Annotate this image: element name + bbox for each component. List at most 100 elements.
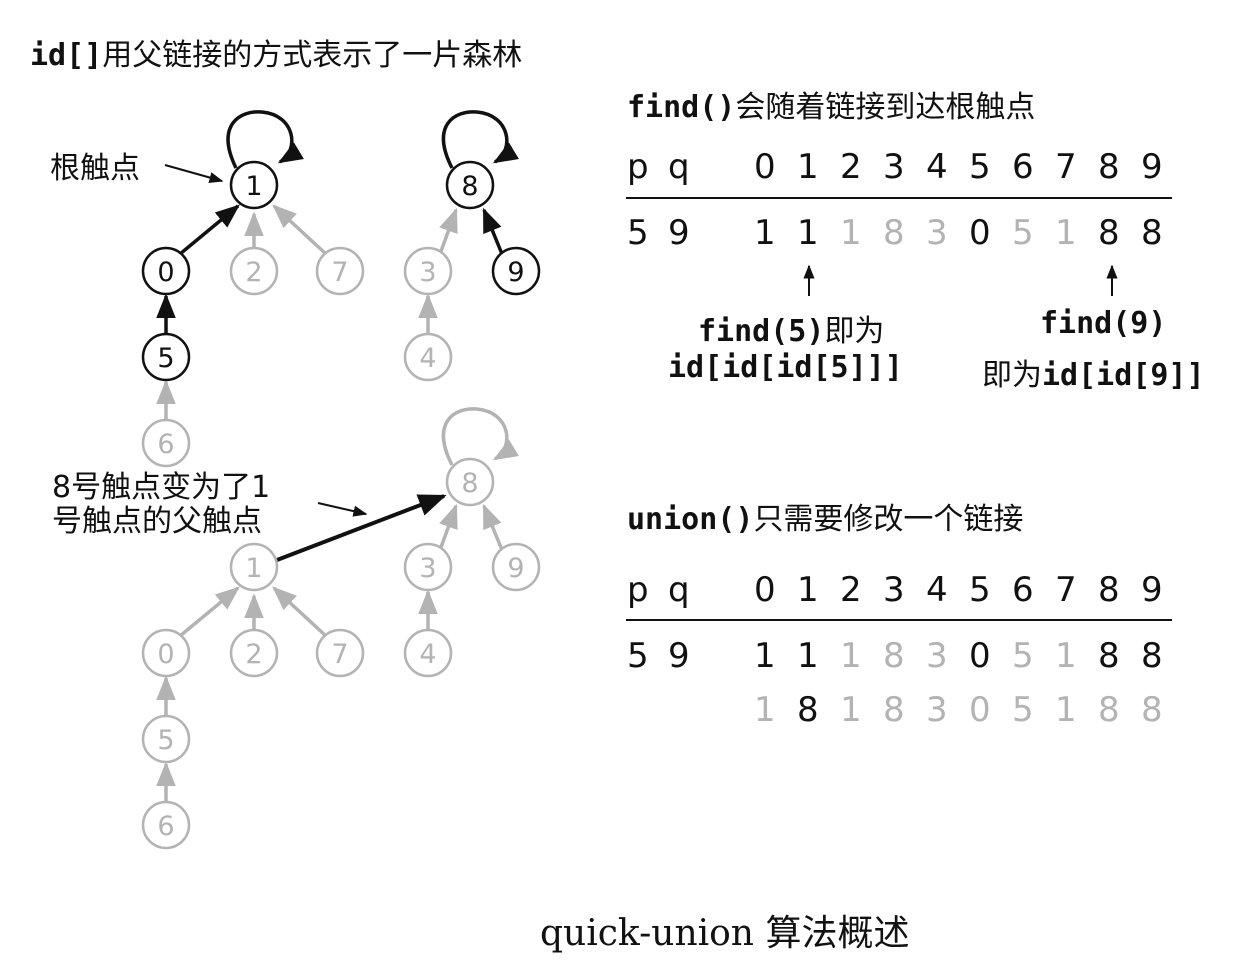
union-title: union()只需要修改一个链接 — [627, 494, 1023, 538]
union-row1-value: 1 — [1055, 636, 1077, 676]
forest-title-code: id[] — [30, 38, 103, 73]
svg-text:9: 9 — [507, 257, 524, 288]
node-7: 7 — [315, 628, 365, 678]
union-header-index: 5 — [969, 570, 991, 610]
union-note-line2: 号触点的父触点 — [52, 504, 262, 539]
find-header-index: 3 — [883, 147, 905, 187]
union-row2-value: 0 — [969, 690, 991, 730]
node-5: 5 — [141, 714, 191, 764]
node-6: 6 — [141, 800, 191, 850]
node-5: 5 — [141, 332, 191, 382]
find-header-index: 0 — [754, 147, 776, 187]
union-row2-value: 8 — [1141, 690, 1163, 730]
union-row2-value: 1 — [840, 690, 862, 730]
svg-text:1: 1 — [245, 171, 262, 202]
union-title-code: union() — [627, 502, 754, 537]
node-1: 1 — [229, 160, 279, 210]
find5-code: find(5) — [698, 314, 825, 349]
find-header-index: 5 — [969, 147, 991, 187]
tree-edge — [438, 207, 458, 255]
find-row-value: 1 — [754, 213, 776, 253]
svg-text:5: 5 — [157, 725, 174, 756]
node-3: 3 — [403, 542, 453, 592]
union-row2-value: 8 — [797, 690, 819, 730]
find-header-index: 4 — [926, 147, 948, 187]
svg-text:6: 6 — [157, 429, 174, 460]
find-title-code: find() — [627, 90, 736, 125]
svg-text:7: 7 — [331, 639, 348, 670]
find-header-q: q — [668, 147, 690, 187]
find-header-p: p — [627, 147, 649, 187]
find-header-index: 6 — [1012, 147, 1034, 187]
find-header-index: 8 — [1098, 147, 1120, 187]
svg-text:7: 7 — [331, 257, 348, 288]
union-row2-value: 8 — [1098, 690, 1120, 730]
find5-text: 即为 — [824, 314, 885, 349]
node-2: 2 — [229, 246, 279, 296]
find5-expression: id[id[id[5]]] — [668, 350, 903, 385]
union-header-index: 6 — [1012, 570, 1034, 610]
find-title: find()会随着链接到达根触点 — [627, 82, 1035, 126]
svg-text:4: 4 — [419, 639, 436, 670]
union-header-index: 7 — [1055, 570, 1077, 610]
union-header-index: 2 — [840, 570, 862, 610]
union-title-text: 只需要修改一个链接 — [753, 502, 1024, 537]
node-9: 9 — [491, 542, 541, 592]
node-4: 4 — [403, 332, 453, 382]
node-4: 4 — [403, 628, 453, 678]
find-header-index: 9 — [1141, 147, 1163, 187]
self-loop-edge — [441, 110, 519, 169]
find9-text: 即为 — [982, 358, 1042, 393]
svg-text:3: 3 — [419, 553, 436, 584]
find-row-value: 3 — [926, 213, 948, 253]
union-note-line1: 8号触点变为了1 — [52, 470, 271, 505]
node-0: 0 — [141, 628, 191, 678]
union-header-q: q — [668, 570, 690, 610]
svg-text:9: 9 — [507, 553, 524, 584]
find-header-index: 2 — [840, 147, 862, 187]
find5-annotation: find(5)即为 — [698, 306, 884, 350]
union-row2-value: 5 — [1012, 690, 1034, 730]
node-6: 6 — [141, 418, 191, 468]
node-7: 7 — [315, 246, 365, 296]
tree-edge — [482, 503, 504, 551]
union-header-index: 1 — [797, 570, 819, 610]
find-row-value: 8 — [883, 213, 905, 253]
find-header-index: 1 — [797, 147, 819, 187]
tree-edge — [272, 204, 328, 256]
node-3: 3 — [403, 246, 453, 296]
find9-expression: id[id[9]] — [1042, 358, 1205, 393]
forest-title: id[]用父链接的方式表示了一片森林 — [30, 30, 522, 74]
svg-text:4: 4 — [419, 343, 436, 374]
union-row1-value: 8 — [1141, 636, 1163, 676]
union-row1-value: 1 — [797, 636, 819, 676]
find9-code: find(9) — [1040, 306, 1167, 341]
union-row1-value: 5 — [1012, 636, 1034, 676]
find-row-value: 8 — [1098, 213, 1120, 253]
svg-text:8: 8 — [461, 171, 478, 202]
svg-text:8: 8 — [461, 468, 478, 499]
svg-text:2: 2 — [245, 257, 262, 288]
self-loop-edge — [441, 407, 519, 466]
svg-text:6: 6 — [157, 811, 174, 842]
union-note-pointer — [317, 502, 368, 517]
node-2: 2 — [229, 628, 279, 678]
union-row1-value: 8 — [883, 636, 905, 676]
svg-text:1: 1 — [245, 553, 262, 584]
root-label: 根触点 — [50, 151, 140, 186]
union-row2-value: 1 — [754, 690, 776, 730]
union-row1-value: 0 — [969, 636, 991, 676]
svg-text:5: 5 — [157, 343, 174, 374]
svg-text:0: 0 — [157, 257, 174, 288]
union-row1-value: 3 — [926, 636, 948, 676]
tree-edge — [178, 204, 240, 256]
find-row-value: 1 — [1055, 213, 1077, 253]
union-header-index: 9 — [1141, 570, 1163, 610]
find-row-p: 5 — [627, 213, 649, 253]
find9-annotation: 即为id[id[9]] — [982, 350, 1205, 394]
union-row2-value: 8 — [883, 690, 905, 730]
union-link-edge — [276, 494, 447, 562]
find-row-value: 1 — [840, 213, 862, 253]
union-row2-value: 3 — [926, 690, 948, 730]
